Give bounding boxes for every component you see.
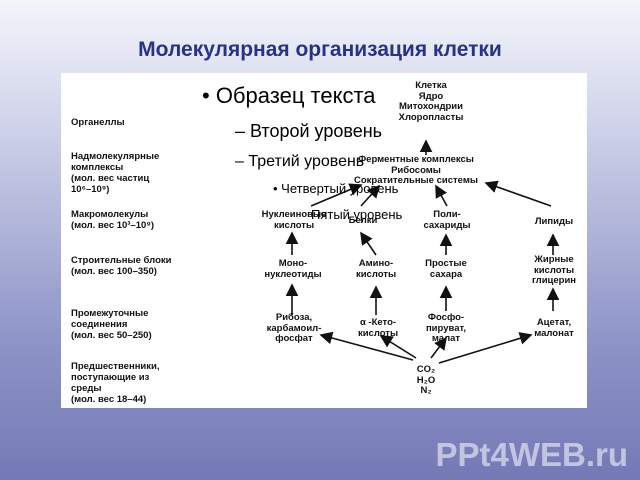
node-proteins: Белки (348, 215, 378, 226)
level-label-complexes: Надмолекулярные комплексы (мол. вес част… (71, 151, 160, 195)
arrow-precursors-keto (379, 335, 417, 359)
level-label-macromolecules: Макромолекулы (мол. вес 10³–10⁹) (71, 209, 154, 231)
diagram-panel: Органеллы Надмолекулярные комплексы (мол… (61, 73, 587, 408)
arrow-lipids-complexes (484, 180, 552, 207)
arrow-amino-proteins (360, 231, 377, 256)
node-complexes: Ферментные комплексы Рибосомы Сократител… (354, 154, 478, 186)
arrow-poly-complexes (435, 184, 448, 207)
node-acetate: Ацетат, малонат (534, 317, 574, 339)
level-label-intermediates: Промежуточные соединения (мол. вес 50–25… (71, 308, 152, 341)
arrow-precursors-ribose (319, 331, 414, 361)
node-cell: Клетка Ядро Митохондрии Хлоропласты (398, 80, 464, 123)
watermark: PPt4WEB.ru (435, 436, 628, 473)
bullet-level-3: – Третий уровень (235, 153, 365, 170)
node-phosphopyruvate: Фосфо- пируват, малат (425, 312, 467, 344)
arrow-precursors-acetate (438, 332, 533, 364)
arrow-proteins-complexes (360, 184, 381, 207)
node-ribose: Рибоза, карбамоил- фосфат (266, 312, 322, 344)
arrows-layer (285, 139, 560, 364)
node-fatty-acids: Жирные кислоты глицерин (531, 254, 577, 286)
node-simple-sugars: Простые сахара (425, 258, 467, 280)
level-label-organelles: Органеллы (71, 117, 125, 128)
node-mononucleotides: Моно- нуклеотиды (264, 258, 322, 280)
bullet-level-4: • Четвертый уровень (273, 181, 399, 196)
level-label-precursors: Предшественники, поступающие из среды (м… (71, 361, 160, 405)
node-keto-acids: α -Кето- кислоты (357, 317, 399, 339)
node-precursors: CO₂ H₂O N₂ (416, 364, 436, 396)
bullet-level-1: • Образец текста (202, 83, 376, 108)
node-lipids: Липиды (534, 216, 574, 227)
node-polysaccharides: Поли- сахариды (423, 209, 471, 231)
node-nucleic-acids: Нуклеиновые кислоты (261, 209, 327, 231)
level-label-building-blocks: Строительные блоки (мол. вес 100–350) (71, 255, 172, 277)
bullet-level-2: – Второй уровень (235, 121, 383, 141)
arrow-nucleic-complexes (310, 183, 363, 207)
bullet-level-5: Пятый уровень (311, 207, 403, 222)
arrow-precursors-phospho (430, 336, 447, 359)
node-amino-acids: Амино- кислоты (355, 258, 397, 280)
slide-title: Молекулярная организация клетки (138, 38, 502, 61)
